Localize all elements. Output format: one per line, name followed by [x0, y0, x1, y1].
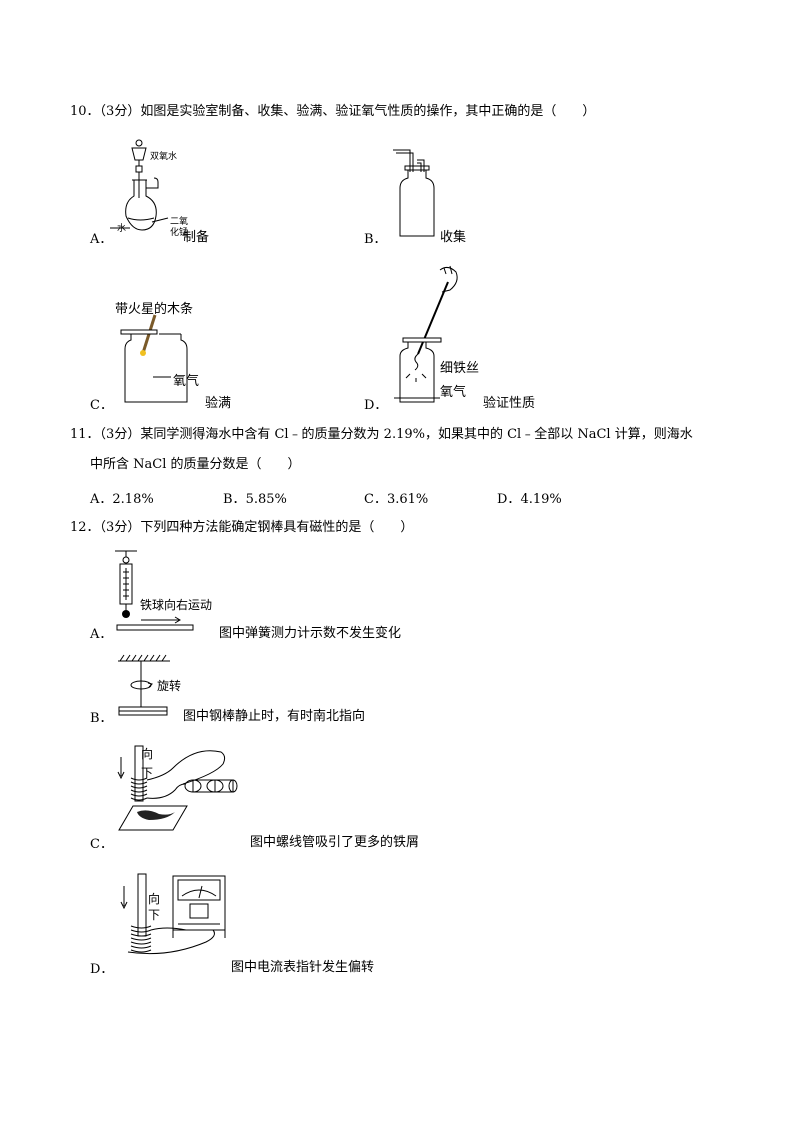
- q12c-label-dir1: 向: [141, 747, 154, 761]
- q12b-label-rotate: 旋转: [157, 679, 182, 693]
- q10a-apparatus-diagram: [110, 138, 210, 238]
- q10d-label-gas: 氧气: [440, 385, 467, 400]
- q10b-gas-bottle-diagram: [388, 150, 448, 240]
- q12c-caption: 图中螺线管吸引了更多的铁屑: [250, 835, 420, 850]
- q12c-solenoid-diagram: [115, 742, 245, 837]
- q10d-caption: 验证性质: [483, 396, 536, 411]
- q11-option-a: A．2.18%: [90, 492, 154, 507]
- q10a-label-water: 水: [117, 224, 127, 234]
- q12d-label-dir2: 下: [148, 908, 161, 922]
- q10c-caption: 验满: [205, 396, 232, 411]
- q10a-caption: 制备: [183, 230, 210, 245]
- q10c-letter: C．: [90, 398, 113, 413]
- q11-option-c: C．3.61%: [364, 492, 429, 507]
- q10a-label-mno2-1: 二氧: [170, 217, 189, 227]
- q12d-label-dir1: 向: [148, 892, 161, 906]
- q10c-label-gas: 氧气: [173, 374, 200, 389]
- q11-stem-line2: 中所含 NaCl 的质量分数是（ ）: [90, 457, 301, 472]
- q11-stem-line1: 11．（3分）某同学测得海水中含有 Cl﹣的质量分数为 2.19%，如果其中的 …: [70, 427, 693, 442]
- q12b-caption: 图中钢棒静止时，有时南北指向: [183, 709, 366, 724]
- q12d-letter: D．: [90, 962, 114, 977]
- q12a-caption: 图中弹簧测力计示数不发生变化: [219, 626, 402, 641]
- q12d-ammeter-diagram: [118, 868, 228, 960]
- q10-stem: 10．（3分）如图是实验室制备、收集、验满、验证氧气性质的操作，其中正确的是（ …: [70, 104, 596, 119]
- q10c-bottle-diagram: [115, 315, 195, 410]
- q10d-label-wire: 细铁丝: [440, 361, 480, 376]
- q12a-spring-scale-diagram: [113, 548, 223, 633]
- q10c-label-stick: 带火星的木条: [115, 302, 194, 317]
- q12c-letter: C．: [90, 837, 113, 852]
- q11-option-b: B．5.85%: [223, 492, 287, 507]
- q12c-label-dir2: 下: [141, 766, 154, 780]
- q12d-caption: 图中电流表指针发生偏转: [231, 960, 375, 975]
- q12a-label-ball: 铁球向右运动: [140, 598, 213, 612]
- q10b-caption: 收集: [440, 230, 467, 245]
- q10d-letter: D．: [364, 398, 388, 413]
- q10d-iron-wire-diagram: [388, 262, 468, 407]
- q12-stem: 12．（3分）下列四种方法能确定钢棒具有磁性的是（ ）: [70, 520, 414, 535]
- q12b-letter: B．: [90, 711, 113, 726]
- q12a-letter: A．: [90, 627, 113, 642]
- q10b-letter: B．: [364, 232, 387, 247]
- q10a-letter: A．: [90, 232, 113, 247]
- q10a-label-mno2-2: 化锰: [170, 228, 189, 238]
- q11-option-d: D．4.19%: [497, 492, 562, 507]
- q12b-hanging-rod-diagram: [115, 655, 175, 720]
- q10a-label-h2o2: 双氧水: [150, 152, 178, 162]
